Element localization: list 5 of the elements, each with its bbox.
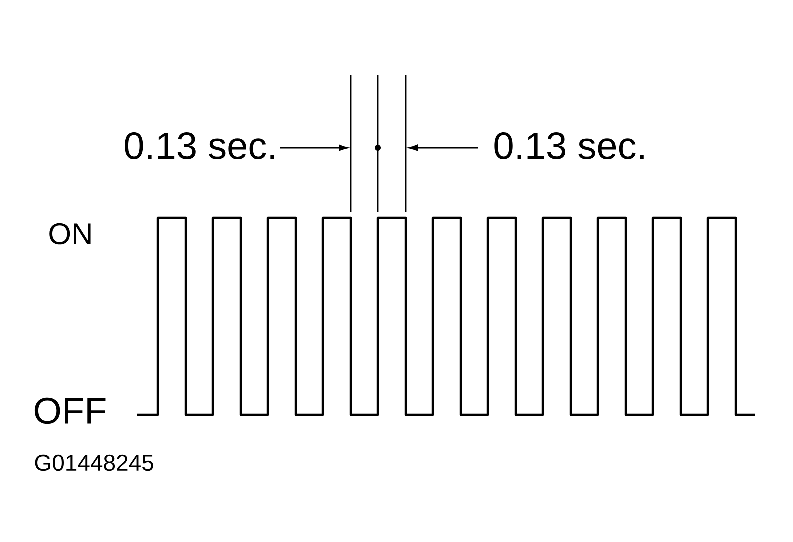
time-label: 0.13 sec. <box>494 132 644 160</box>
figure-code: G01448245 <box>35 454 154 472</box>
level-label: OFF <box>34 398 106 424</box>
time-label: 0.13 sec. <box>125 132 274 160</box>
level-label: ON <box>50 223 91 245</box>
